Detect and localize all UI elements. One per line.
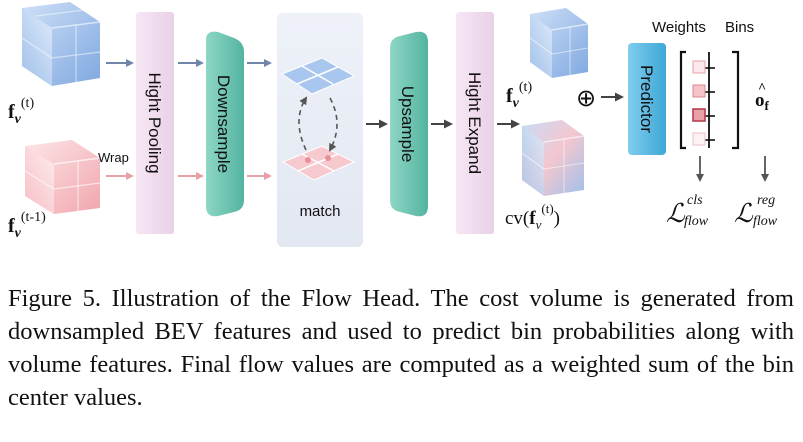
hight-expand-label: Hight Expand bbox=[465, 72, 484, 174]
offset-label: of bbox=[755, 90, 770, 113]
hight-expand-block bbox=[456, 12, 494, 234]
downsample-block bbox=[206, 31, 244, 217]
previous-feature-cube bbox=[24, 140, 101, 214]
current-feature-label: fv(t) bbox=[8, 96, 34, 127]
svg-text:reg: reg bbox=[757, 193, 775, 208]
weight-cells bbox=[692, 60, 706, 146]
figure-caption: Figure 5. Illustration of the Flow Head.… bbox=[8, 285, 794, 411]
predictor-block bbox=[628, 43, 666, 155]
reg-flow-loss: ℒ reg flow bbox=[734, 193, 778, 229]
weights-label: Weights bbox=[652, 19, 706, 36]
predictor-label: Predictor bbox=[637, 65, 656, 133]
match-dashed-arrows bbox=[298, 96, 338, 152]
cost-volume-cube bbox=[521, 120, 585, 196]
current-feature-cube bbox=[21, 2, 101, 86]
bins-label: Bins bbox=[725, 19, 754, 36]
match-label: match bbox=[300, 203, 341, 220]
output-feature-cube bbox=[529, 8, 589, 78]
wrap-label: Wrap bbox=[98, 150, 129, 165]
output-feature-label: fv(t) bbox=[506, 80, 532, 111]
downsample-label: Downsample bbox=[214, 75, 233, 173]
svg-text:flow: flow bbox=[753, 214, 778, 229]
svg-text:ℒ: ℒ bbox=[734, 199, 754, 228]
svg-text:ℒ: ℒ bbox=[666, 199, 686, 228]
weights-bracket-left bbox=[679, 50, 686, 150]
flow-head-diagram: fv(t) fv(t-1) Wrap Hight Pooling Downsam… bbox=[8, 2, 778, 247]
upsample-block bbox=[390, 31, 428, 217]
cost-volume-label: cv(fv(t)) bbox=[505, 201, 560, 232]
svg-text:flow: flow bbox=[684, 214, 709, 229]
match-bottom-grid bbox=[281, 145, 356, 181]
hight-pooling-label: Hight Pooling bbox=[145, 72, 164, 173]
svg-text:cls: cls bbox=[687, 193, 703, 208]
upsample-label: Upsample bbox=[398, 86, 417, 163]
concat-symbol: ⊕ bbox=[576, 86, 596, 112]
previous-feature-label: fv(t-1) bbox=[8, 210, 46, 241]
cls-flow-loss: ℒ cls flow bbox=[666, 193, 709, 229]
weights-bracket-right bbox=[732, 50, 740, 150]
offset-hat: ^ bbox=[758, 81, 766, 96]
match-top-grid bbox=[280, 57, 356, 95]
hight-pooling-block bbox=[136, 12, 174, 234]
